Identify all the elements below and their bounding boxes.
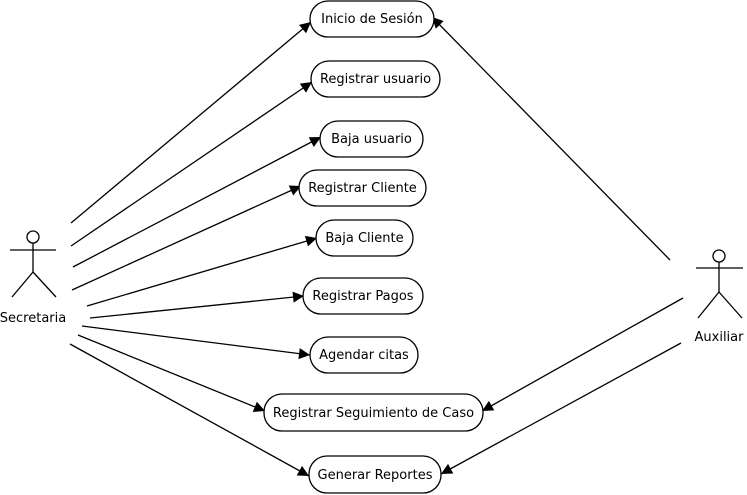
association-arrow-secretaria-registrar-seguimiento <box>77 334 266 412</box>
use-case-registrar-seguimiento[interactable]: Registrar Seguimiento de Caso <box>263 393 484 432</box>
use-case-registrar-pagos[interactable]: Registrar Pagos <box>302 277 424 315</box>
association-arrow-secretaria-inicio-sesion <box>70 21 312 224</box>
association-arrow-secretaria-agendar-citas <box>81 325 311 360</box>
association-arrow-secretaria-registrar-cliente <box>71 185 302 291</box>
use-case-label: Baja Cliente <box>325 231 403 246</box>
use-case-label: Registrar Pagos <box>312 289 413 304</box>
use-case-label: Registrar Seguimiento de Caso <box>273 406 474 421</box>
use-case-shape <box>309 336 419 374</box>
association-arrow-secretaria-registrar-usuario <box>70 81 313 247</box>
use-case-inicio-sesion[interactable]: Inicio de Sesión <box>309 0 435 38</box>
use-case-generar-reportes[interactable]: Generar Reportes <box>308 455 442 494</box>
use-case-registrar-usuario[interactable]: Registrar usuario <box>310 60 441 98</box>
association-arrow-auxiliar-registrar-seguimiento <box>481 297 684 412</box>
use-case-shape <box>263 393 484 432</box>
actor-label: Auxiliar <box>695 330 745 345</box>
use-case-registrar-cliente[interactable]: Registrar Cliente <box>298 169 427 207</box>
associations <box>69 16 684 477</box>
use-case-label: Registrar usuario <box>320 72 431 87</box>
use-case-shape <box>302 277 424 315</box>
actor-label: Secretaria <box>0 311 66 326</box>
use-case-shape <box>308 455 442 494</box>
association-arrow-secretaria-registrar-pagos <box>89 291 305 319</box>
use-case-shape <box>310 60 441 98</box>
association-arrow-secretaria-baja-cliente <box>86 235 318 307</box>
use-case-label: Baja usuario <box>331 132 412 147</box>
use-case-baja-cliente[interactable]: Baja Cliente <box>315 219 414 257</box>
stick-figure-icon <box>696 249 743 319</box>
association-arrow-secretaria-baja-usuario <box>72 136 322 268</box>
association-arrow-auxiliar-generar-reportes <box>440 342 682 475</box>
use-case-label: Registrar Cliente <box>308 181 417 196</box>
actor-secretaria[interactable]: Secretaria <box>0 230 66 326</box>
stick-figure-icon <box>10 230 57 298</box>
use-case-label: Agendar citas <box>319 348 409 363</box>
use-case-label: Inicio de Sesión <box>321 12 423 27</box>
association-arrow-auxiliar-inicio-sesion <box>431 16 671 261</box>
use-case-label: Generar Reportes <box>318 468 433 483</box>
actor-auxiliar[interactable]: Auxiliar <box>695 249 745 345</box>
use-case-baja-usuario[interactable]: Baja usuario <box>319 120 424 158</box>
use-case-shape <box>319 120 424 158</box>
association-arrow-secretaria-generar-reportes <box>69 343 310 477</box>
use-case-shape <box>315 219 414 257</box>
use-case-shape <box>298 169 427 207</box>
use-case-shape <box>309 0 435 38</box>
use-case-agendar-citas[interactable]: Agendar citas <box>309 336 419 374</box>
